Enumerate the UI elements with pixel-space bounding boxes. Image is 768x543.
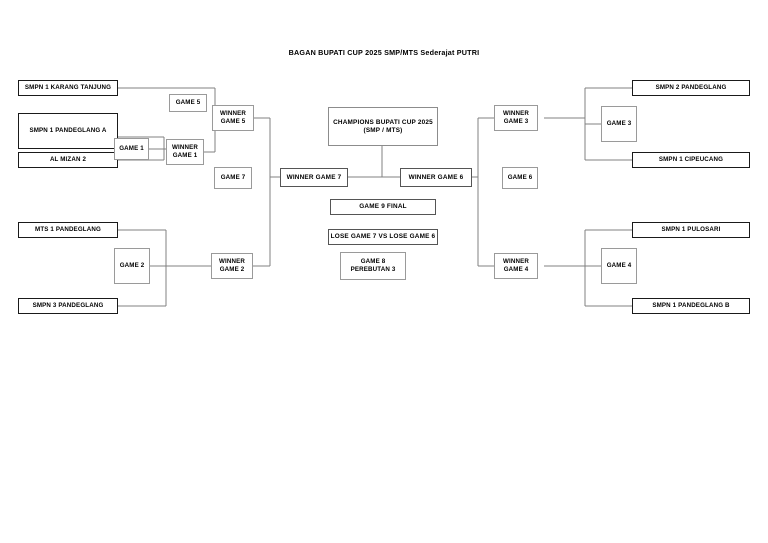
team-box-mts-1-pandeglang[interactable]: MTS 1 PANDEGLANG: [18, 222, 118, 238]
winner-label-line2: GAME 2: [219, 266, 245, 273]
winner-label-line1: WINNER: [503, 258, 529, 266]
winner-label-line1: WINNER: [172, 144, 198, 152]
final-label: GAME 9 FINAL: [359, 203, 407, 210]
winner-label: WINNER GAME 6: [408, 173, 464, 181]
team-box-smpn-2-pandeglang[interactable]: SMPN 2 PANDEGLANG: [632, 80, 750, 96]
winner-label-line2: GAME 3: [503, 118, 529, 125]
winner-label-line1: WINNER: [220, 110, 246, 118]
winner-box-game-5[interactable]: WINNER GAME 5: [212, 105, 254, 131]
champion-box: CHAMPIONS BUPATI CUP 2025 (SMP / MTS): [328, 107, 438, 146]
game-box-game-3[interactable]: GAME 3: [601, 106, 637, 142]
team-box-al-mizan-2[interactable]: AL MIZAN 2: [18, 152, 118, 168]
winner-box-game-2[interactable]: WINNER GAME 2: [211, 253, 253, 279]
team-label: SMPN 3 PANDEGLANG: [32, 302, 104, 310]
team-box-smpn-1-cipeucang[interactable]: SMPN 1 CIPEUCANG: [632, 152, 750, 168]
game-label-line2: PEREBUTAN 3: [350, 266, 396, 273]
champion-label-line2: (SMP / MTS): [363, 126, 403, 134]
winner-box-game-7[interactable]: WINNER GAME 7: [280, 168, 348, 187]
winner-label: WINNER GAME 7: [286, 173, 342, 181]
game-box-game-2[interactable]: GAME 2: [114, 248, 150, 284]
game-label: GAME 6: [507, 174, 533, 182]
team-label: SMPN 1 PANDEGLANG A: [29, 127, 107, 135]
winner-label-line1: WINNER: [219, 258, 245, 266]
game-label: GAME 3: [606, 120, 632, 128]
team-label: SMPN 1 PANDEGLANG B: [652, 302, 730, 310]
game-label: GAME 2: [119, 262, 145, 270]
game-box-game-8[interactable]: GAME 8 PEREBUTAN 3: [340, 252, 406, 280]
game-label: GAME 4: [606, 262, 632, 270]
winner-label-line2: GAME 5: [220, 118, 246, 125]
winner-box-game-1[interactable]: WINNER GAME 1: [166, 139, 204, 165]
team-label: MTS 1 PANDEGLANG: [35, 226, 101, 234]
winner-box-game-3[interactable]: WINNER GAME 3: [494, 105, 538, 131]
team-label: SMPN 2 PANDEGLANG: [655, 84, 727, 92]
third-place-label: LOSE GAME 7 VS LOSE GAME 6: [330, 233, 436, 240]
winner-box-game-4[interactable]: WINNER GAME 4: [494, 253, 538, 279]
champion-label-line1: CHAMPIONS BUPATI CUP 2025: [333, 118, 433, 126]
game-box-game-5[interactable]: GAME 5: [169, 94, 207, 112]
winner-label-line2: GAME 1: [172, 152, 198, 159]
game-box-game-6[interactable]: GAME 6: [502, 167, 538, 189]
winner-label-line1: WINNER: [503, 110, 529, 118]
third-place-matchup-box[interactable]: LOSE GAME 7 VS LOSE GAME 6: [328, 229, 438, 245]
page-title: BAGAN BUPATI CUP 2025 SMP/MTS Sederajat …: [288, 48, 480, 57]
team-label: SMPN 1 CIPEUCANG: [658, 156, 724, 164]
game-label: GAME 5: [175, 99, 201, 107]
team-box-smpn-1-pulosari[interactable]: SMPN 1 PULOSARI: [632, 222, 750, 238]
final-box-game-9[interactable]: GAME 9 FINAL: [330, 199, 436, 215]
team-box-smpn-3-pandeglang[interactable]: SMPN 3 PANDEGLANG: [18, 298, 118, 314]
team-label: AL MIZAN 2: [49, 156, 87, 164]
game-label: GAME 1: [119, 145, 144, 153]
team-box-karang-tanjung[interactable]: SMPN 1 KARANG TANJUNG: [18, 80, 118, 96]
team-box-pandeglang-a[interactable]: SMPN 1 PANDEGLANG A: [18, 113, 118, 149]
game-box-game-4[interactable]: GAME 4: [601, 248, 637, 284]
game-label-line1: GAME 8: [360, 258, 386, 266]
game-box-game-7[interactable]: GAME 7: [214, 167, 252, 189]
winner-label-line2: GAME 4: [503, 266, 529, 273]
team-label: SMPN 1 PULOSARI: [661, 226, 721, 234]
team-label: SMPN 1 KARANG TANJUNG: [24, 84, 112, 92]
team-box-smpn-1-pandeglang-b[interactable]: SMPN 1 PANDEGLANG B: [632, 298, 750, 314]
winner-box-game-6[interactable]: WINNER GAME 6: [400, 168, 472, 187]
game-box-game-1[interactable]: GAME 1: [114, 138, 149, 160]
game-label: GAME 7: [220, 174, 246, 182]
